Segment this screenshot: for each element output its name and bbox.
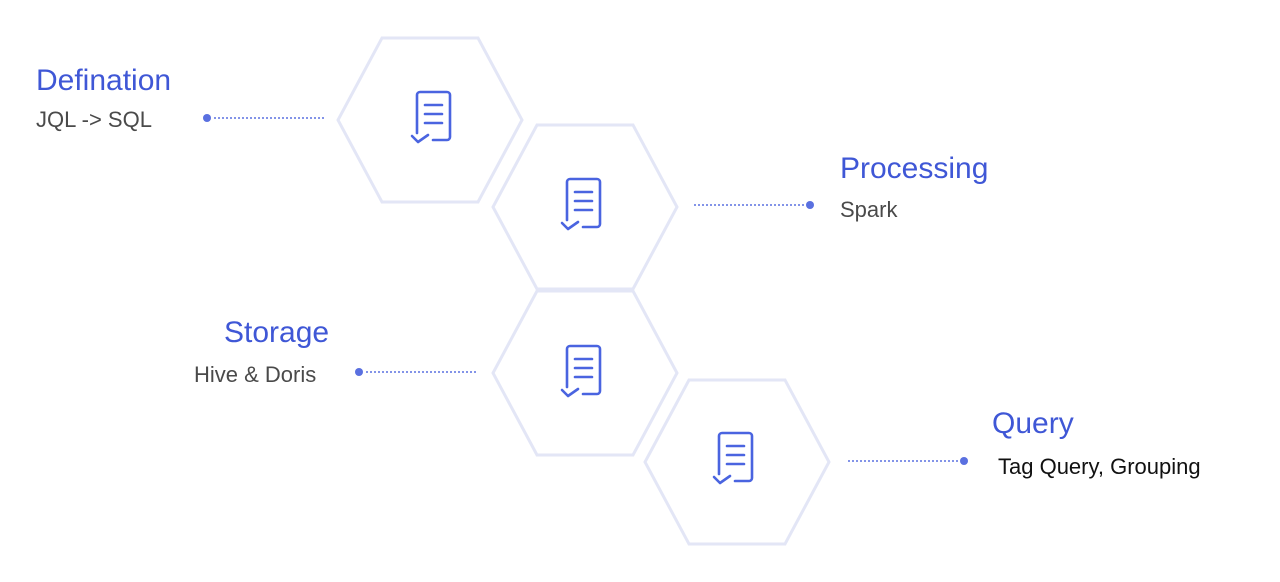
stage-subtitle-query: Tag Query, Grouping: [998, 454, 1201, 479]
connector-defination: [202, 113, 328, 123]
hexagon-processing: [490, 122, 680, 292]
connector-query: [846, 456, 970, 466]
hexagon-query: [642, 377, 832, 547]
stage-title-storage: Storage: [224, 316, 330, 349]
connector-storage: [354, 367, 480, 377]
hexagon-storage: [490, 288, 680, 458]
document-checklist-icon: [557, 343, 605, 403]
stage-title-query: Query: [992, 407, 1074, 440]
hexagon-definition: [335, 35, 525, 205]
stage-subtitle-defination: JQL -> SQL: [36, 107, 152, 132]
document-checklist-icon: [709, 430, 757, 490]
stage-subtitle-storage: Hive & Doris: [194, 362, 317, 387]
stage-title-processing: Processing: [840, 152, 989, 185]
document-checklist-icon: [557, 176, 605, 236]
stage-title-defination: Defination: [36, 64, 172, 97]
stage-subtitle-processing: Spark: [840, 197, 898, 222]
connector-processing: [692, 200, 816, 210]
document-checklist-icon: [407, 89, 455, 149]
